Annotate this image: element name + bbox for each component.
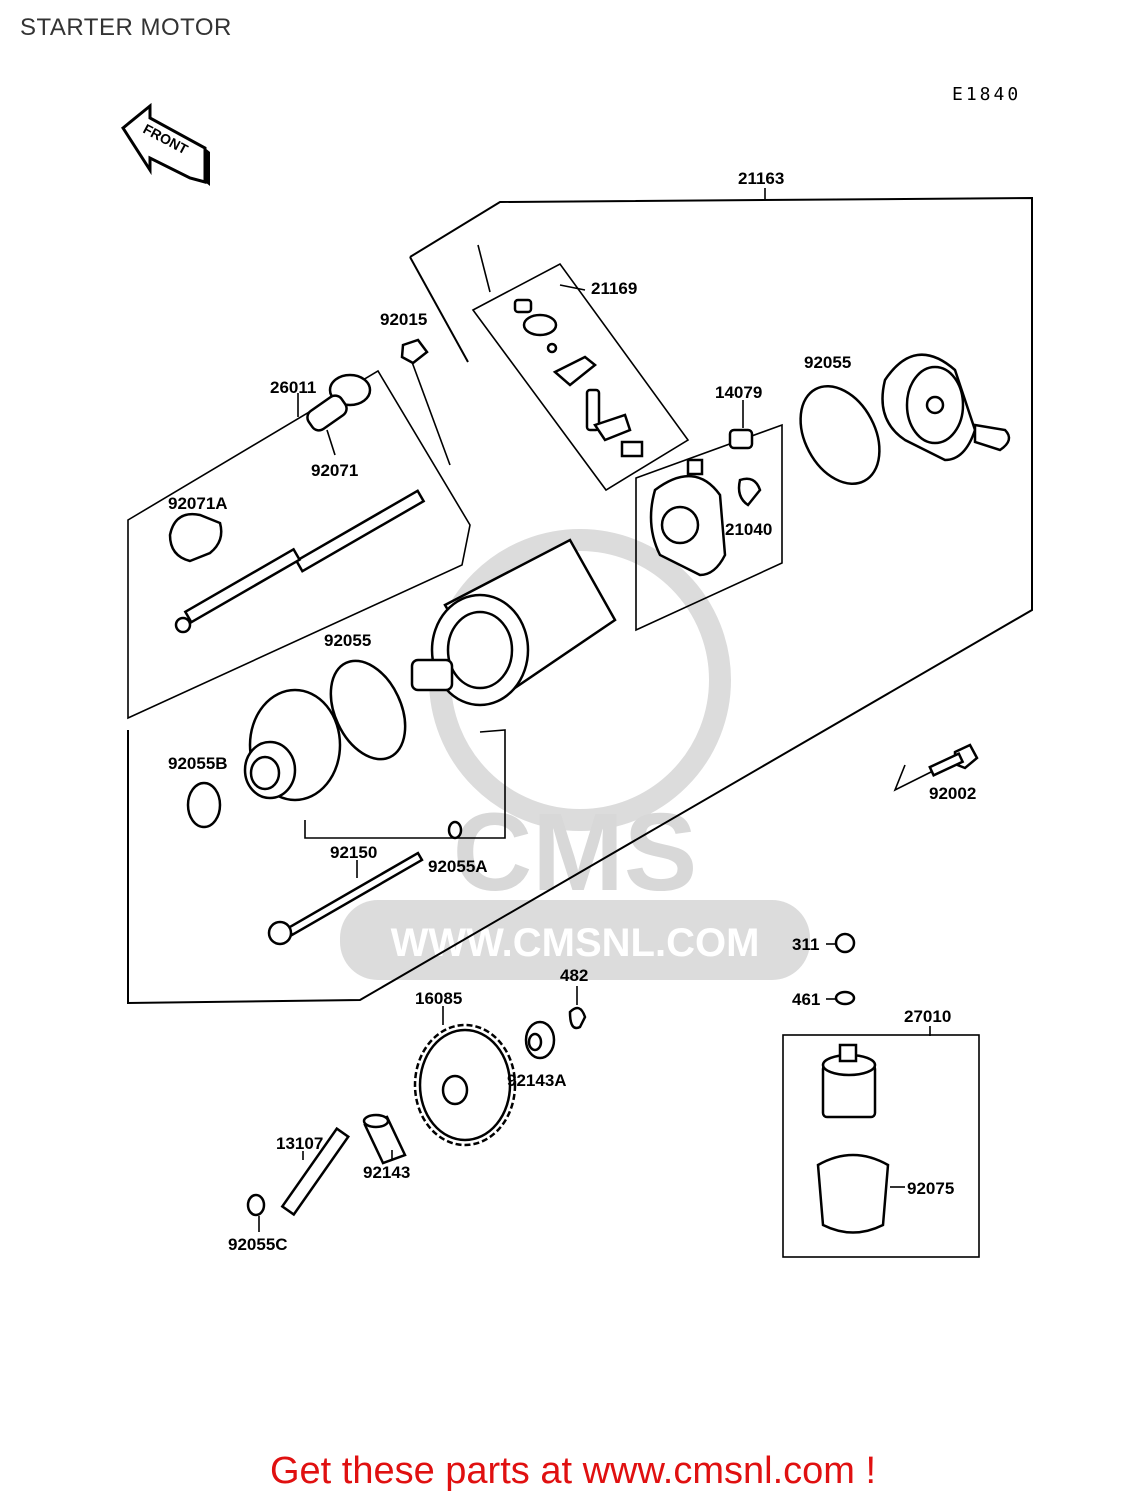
part-92055A (447, 820, 463, 840)
label-92071: 92071 (311, 461, 358, 480)
label-92015: 92015 (380, 310, 427, 329)
label-92055-top: 92055 (804, 353, 851, 372)
label-92002: 92002 (929, 784, 976, 803)
part-21169-brushes (513, 298, 644, 458)
label-482: 482 (560, 966, 588, 985)
parts-diagram: CMS WWW.CMSNL.COM E1840 FRONT (121, 84, 1033, 1258)
part-92055-mid (329, 659, 407, 761)
part-92015 (400, 338, 451, 466)
part-rear-cover (881, 353, 1011, 462)
label-461: 461 (792, 990, 820, 1009)
part-92071 (306, 373, 372, 456)
part-92055-top (799, 384, 881, 486)
part-92002 (928, 743, 979, 777)
label-92075: 92075 (907, 1179, 954, 1198)
frame-21169 (471, 262, 690, 492)
part-92071A (168, 512, 223, 563)
label-16085: 16085 (415, 989, 462, 1008)
watermark-brand: CMS (453, 791, 697, 914)
label-92150: 92150 (330, 843, 377, 862)
part-461 (834, 990, 856, 1006)
label-13107: 13107 (276, 1134, 323, 1153)
footer-promo-link[interactable]: Get these parts at www.cmsnl.com ! (269, 1450, 877, 1492)
watermark-url: WWW.CMSNL.COM (391, 921, 760, 965)
part-482 (568, 1006, 587, 1030)
label-92055-mid: 92055 (324, 631, 371, 650)
part-92143A (524, 1020, 556, 1060)
part-13107 (280, 1126, 351, 1217)
label-92055C: 92055C (228, 1235, 288, 1254)
label-21163: 21163 (738, 169, 784, 188)
label-92143A: 92143A (507, 1071, 567, 1090)
label-26011: 26011 (270, 378, 316, 397)
part-front-cover (243, 688, 342, 802)
page-title: STARTER MOTOR (20, 14, 232, 41)
label-14079: 14079 (715, 383, 762, 402)
label-92071A: 92071A (168, 494, 228, 513)
part-92055B (186, 781, 222, 829)
diagram-code: E1840 (952, 84, 1021, 105)
part-14079 (649, 428, 762, 577)
part-311 (834, 932, 856, 954)
frame-27010 (782, 1034, 980, 1258)
label-21040: 21040 (725, 520, 772, 539)
part-motor-body (410, 538, 617, 707)
cable-lead (174, 489, 426, 634)
part-92143 (362, 1113, 407, 1165)
label-311: 311 (792, 935, 819, 954)
label-27010: 27010 (904, 1007, 951, 1026)
part-92075 (816, 1153, 905, 1234)
part-27010 (821, 1043, 877, 1119)
part-92150 (267, 851, 424, 946)
front-arrow-icon: FRONT (121, 102, 210, 186)
part-16085 (413, 1006, 517, 1147)
label-92055A: 92055A (428, 857, 488, 876)
label-21169: 21169 (591, 279, 637, 298)
part-92055C (246, 1193, 266, 1217)
assembly-frame-21163 (127, 196, 1033, 1005)
label-92143: 92143 (363, 1163, 410, 1182)
label-92055B: 92055B (168, 754, 228, 773)
